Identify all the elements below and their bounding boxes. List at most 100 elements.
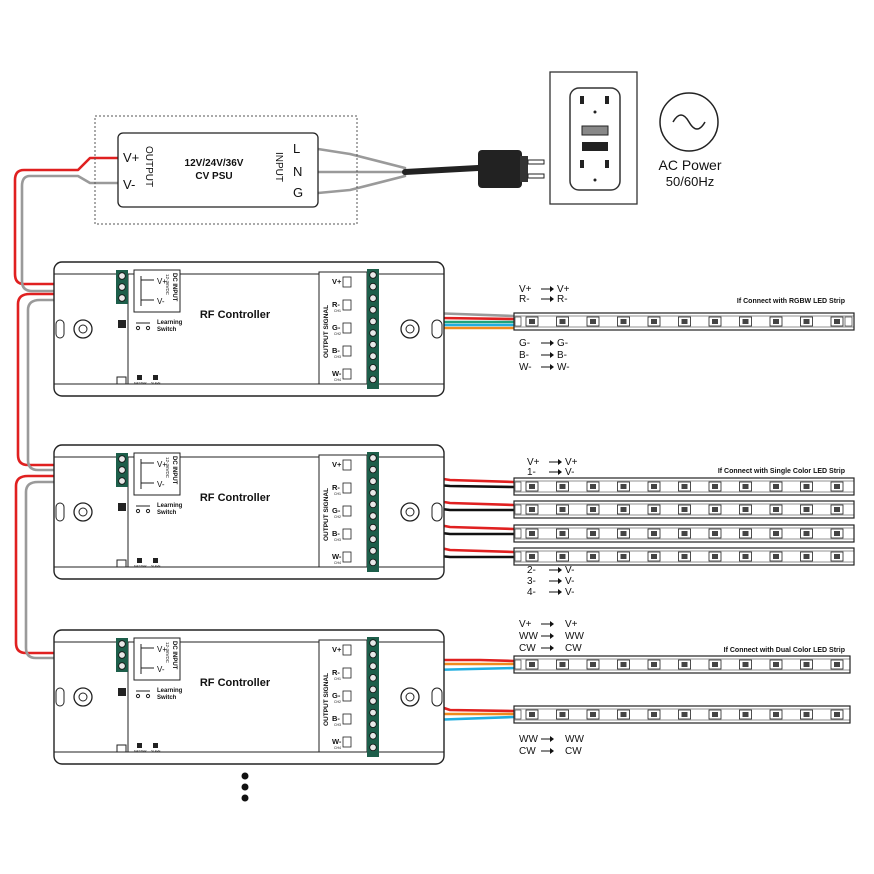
map-source: CW (519, 643, 536, 654)
led-die (620, 554, 627, 559)
terminal-screw (369, 547, 377, 555)
strip-pads (514, 316, 522, 327)
led-die (803, 531, 810, 536)
map-target: CW (565, 746, 582, 757)
led-die (742, 484, 749, 489)
ac-power-line1: AC Power (658, 157, 721, 173)
map-source: V+ (519, 284, 532, 295)
rgbw-map-row: R-R- (519, 294, 568, 305)
strip-pads (844, 316, 853, 327)
output-channel-sub: CH3 (334, 355, 341, 359)
output-port (342, 736, 352, 748)
mount-slot (431, 687, 443, 707)
slave-led (153, 375, 158, 380)
indicator-box (116, 376, 127, 385)
wire-chain2-vplus (14, 474, 120, 655)
led-die (681, 484, 688, 489)
master-led (137, 558, 142, 563)
mount-slot (431, 502, 443, 522)
led-die (590, 319, 596, 324)
led-die (834, 662, 840, 667)
led-die (742, 712, 749, 717)
led-die (681, 712, 688, 717)
learning-switch-label2: Switch (157, 327, 177, 333)
led-die (742, 662, 749, 667)
led-die (834, 507, 840, 512)
terminal-screw (369, 317, 377, 326)
led-die (529, 531, 535, 536)
wire-psu-vminus (20, 174, 120, 293)
led-die (712, 531, 718, 536)
led-die (559, 319, 566, 324)
led-die (712, 712, 718, 717)
outlet-face (569, 87, 621, 191)
map-source: V+ (519, 619, 532, 630)
controller-title: RF Controller (200, 677, 271, 689)
single-map-row: 3-V- (527, 576, 574, 587)
terminal-screw (369, 271, 377, 279)
terminal-screw (118, 651, 126, 659)
mount-slot (55, 319, 65, 339)
led-die (529, 554, 535, 559)
terminal-screw (369, 535, 377, 543)
led-die (651, 531, 657, 536)
map-source: V+ (527, 457, 540, 468)
led-die (803, 662, 810, 667)
output-port (342, 368, 352, 380)
output-channel-label: G- (332, 323, 341, 332)
mount-hole (405, 324, 415, 334)
led-die (529, 662, 535, 667)
single-map-row: 2-V- (527, 565, 574, 576)
map-source: 4- (527, 587, 536, 598)
led-die (620, 484, 627, 489)
plug-body (478, 150, 522, 188)
plug-prong (527, 159, 545, 165)
terminal-screw (369, 329, 377, 337)
dc-input-label: DC INPUT (171, 456, 177, 485)
single-strip-2 (513, 500, 855, 519)
map-target: V- (565, 576, 574, 587)
led-die (590, 712, 596, 717)
led-die (559, 531, 566, 536)
mount-hole (78, 692, 88, 702)
led-die (529, 712, 535, 717)
terminal-screw (369, 558, 377, 567)
terminal-screw (369, 674, 377, 682)
map-source: 1- (527, 467, 536, 478)
slave-led (153, 743, 158, 748)
terminal-screw (369, 306, 377, 314)
output-channel-sub: CH2 (334, 515, 341, 519)
plug-prong (527, 173, 545, 179)
led-die (681, 531, 688, 536)
output-channel-label: B- (332, 529, 340, 538)
led-die (712, 662, 718, 667)
led-die (773, 554, 779, 559)
rgbw-map-row: G-G- (519, 338, 568, 349)
led-die (529, 484, 535, 489)
terminal-screw (369, 650, 377, 659)
master-label: MASTER (134, 381, 147, 385)
led-die (620, 531, 627, 536)
dual-map-row: V+V+ (519, 619, 578, 630)
controller-case (53, 629, 445, 765)
psu-box (117, 132, 319, 208)
led-die (681, 507, 688, 512)
output-channel-label: B- (332, 714, 340, 723)
output-channel-label: G- (332, 506, 341, 515)
output-channel-label: B- (332, 346, 340, 355)
led-die (773, 507, 779, 512)
led-die (559, 554, 566, 559)
terminal-screw (118, 272, 126, 280)
led-die (590, 662, 596, 667)
wire-chain-vminus (26, 298, 120, 472)
dc-input-box (133, 637, 181, 681)
output-channel-label: W- (332, 369, 342, 378)
led-die (773, 319, 779, 324)
psu-dashed-frame (94, 115, 358, 225)
controllers-layer: V+V-DC INPUT12-36VDCLearningSwitchMASTER… (53, 261, 445, 765)
wire-chain2-vminus (24, 480, 120, 660)
map-target: V- (565, 587, 574, 598)
rgbw-map-row: B-B- (519, 350, 567, 361)
master-led (137, 743, 142, 748)
rgbw-strip (513, 312, 855, 331)
